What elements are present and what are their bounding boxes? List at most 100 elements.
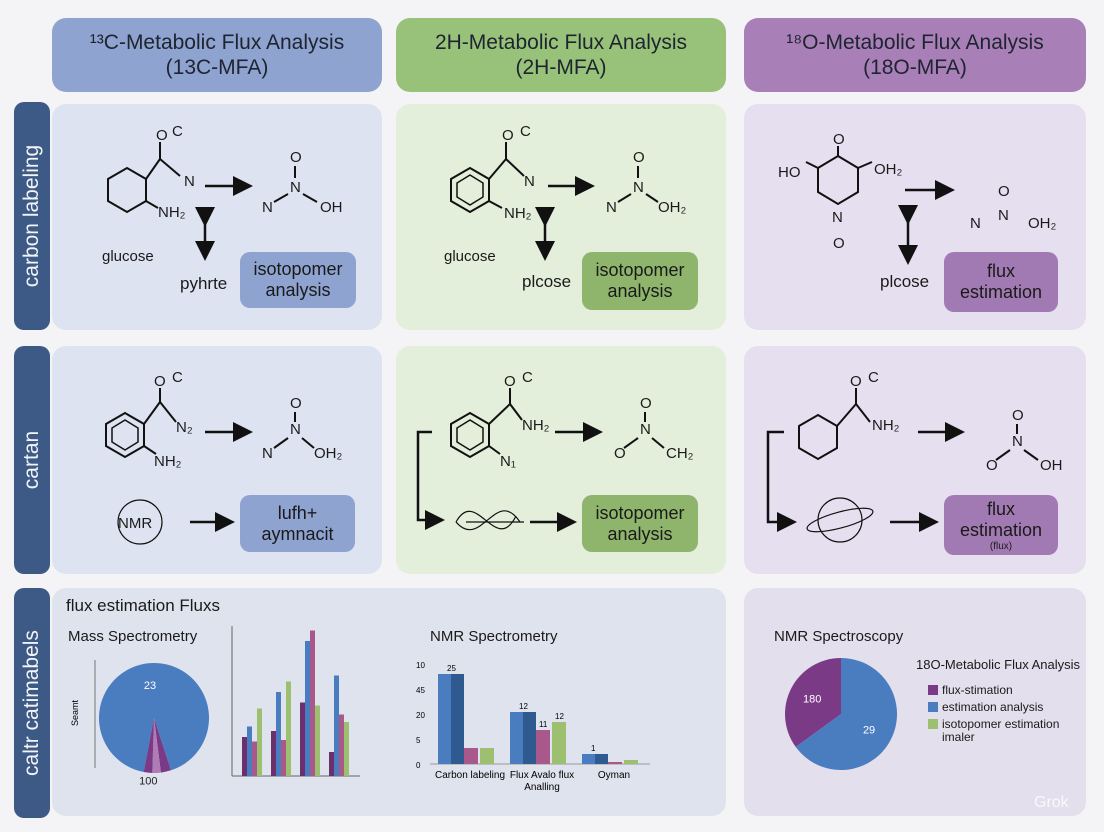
row-label-text: caltr catimabels (20, 630, 44, 776)
ms-chart-title: Mass Spectrometry (68, 628, 198, 645)
panel-r3-c3: NMR Spectroscopy 18O-Metabolic Flux Anal… (744, 588, 1086, 816)
svg-text:O: O (850, 373, 862, 390)
orbit-icon (806, 507, 874, 533)
bar-label: 25 (447, 664, 456, 673)
pie-slice (152, 718, 161, 773)
svg-text:C: C (172, 369, 183, 386)
bar-shade (595, 754, 608, 764)
box-sublabel: (flux) (989, 540, 1013, 552)
plcose-label: plcose (522, 272, 572, 291)
bar (281, 740, 286, 776)
row-label-text: carbon labeling (20, 144, 43, 288)
box-label: flux estimation (959, 498, 1043, 540)
flux-estimation-box: flux estimation (944, 252, 1058, 312)
pie-slice (143, 718, 154, 773)
bar (310, 630, 315, 776)
svg-text:O: O (290, 395, 302, 412)
svg-text:C: C (522, 369, 533, 386)
svg-text:O: O (1012, 407, 1024, 424)
legend-item: flux-stimation (928, 684, 1078, 697)
column-header-18o: ¹⁸O-Metabolic Flux Analysis(18O-MFA) (744, 18, 1086, 92)
bar-shade (523, 712, 536, 764)
watermark: Grok (1034, 794, 1069, 811)
svg-text:O: O (290, 149, 302, 166)
nmr-label: NMR (118, 515, 152, 532)
legend-title: 18O-Metabolic Flux Analysis (916, 657, 1081, 672)
header-subtitle: (2H-MFA) (515, 56, 607, 79)
bar-shade (451, 674, 464, 764)
slice-label: 180 (803, 694, 821, 706)
y-tick-label: 0 (416, 761, 421, 770)
analysis-box: lufh+ aymnacit (240, 495, 355, 552)
x-tick-label: Carbon labeling (435, 770, 505, 781)
plcose-label: plcose (880, 272, 930, 291)
svg-text:OH: OH (320, 199, 343, 216)
svg-text:HO: HO (778, 164, 801, 181)
svg-text:N₁: N₁ (500, 453, 516, 470)
section-heading: flux estimation Fluxs (66, 596, 220, 615)
bar (344, 722, 349, 776)
svg-text:N₂: N₂ (176, 419, 193, 436)
bar-label: 1 (591, 744, 596, 753)
header-title: 2H-Metabolic Flux Analysis (434, 31, 688, 54)
bar (286, 681, 291, 776)
bar (315, 705, 320, 776)
legend-swatch (928, 719, 938, 729)
svg-text:N: N (290, 179, 301, 196)
bar (252, 741, 257, 776)
bar (300, 702, 305, 776)
svg-text:N: N (970, 215, 981, 232)
pie-slice (154, 718, 171, 773)
svg-text:N: N (184, 173, 195, 190)
svg-text:N: N (606, 199, 617, 216)
svg-text:OH₂: OH₂ (658, 199, 687, 216)
bar (608, 762, 622, 764)
y-tick-label: 10 (416, 661, 425, 670)
isotopomer-analysis-box: isotopomer analysis (240, 252, 356, 308)
bar (339, 714, 344, 776)
legend-swatch (928, 685, 938, 695)
bar (464, 748, 478, 764)
column-header-2h: 2H-Metabolic Flux Analysis(2H-MFA) (396, 18, 726, 92)
glucose-label: glucose (102, 248, 154, 265)
isotopomer-analysis-box: isotopomer analysis (582, 495, 698, 552)
header-subtitle: (13C-MFA) (165, 56, 269, 79)
flux-estimation-box: flux estimation(flux) (944, 495, 1058, 555)
svg-text:N: N (290, 421, 301, 438)
svg-text:NH₂: NH₂ (504, 205, 532, 222)
header-title: ¹⁸O-Metabolic Flux Analysis (786, 31, 1044, 54)
header-title: ¹³C-Metabolic Flux Analysis (89, 31, 345, 54)
legend-item: isotopomer estimation imaler (928, 718, 1078, 744)
svg-text:C: C (172, 123, 183, 140)
header-subtitle: (18O-MFA) (863, 56, 967, 79)
svg-text:NH₂: NH₂ (872, 417, 900, 434)
row-label-2: cartan (14, 346, 50, 574)
bar (334, 675, 339, 776)
svg-text:C: C (520, 123, 531, 140)
svg-text:N: N (262, 199, 273, 216)
bar (247, 726, 252, 776)
legend: flux-stimation estimation analysis isotopo… (928, 684, 1078, 748)
pie-ylabel: Seamt (70, 699, 80, 726)
bar (536, 730, 550, 764)
legend-label: estimation analysis (942, 700, 1044, 714)
nmr-pie-title: NMR Spectroscopy (774, 628, 904, 645)
svg-text:O: O (986, 457, 998, 474)
pie-slice (98, 663, 209, 773)
svg-text:N: N (998, 207, 1009, 224)
svg-text:O: O (633, 149, 645, 166)
svg-text:NH₂: NH₂ (522, 417, 550, 434)
bar (276, 692, 281, 776)
bar (242, 737, 247, 776)
row-label-3: caltr catimabels (14, 588, 50, 818)
spectrum-wave-icon (455, 510, 524, 531)
